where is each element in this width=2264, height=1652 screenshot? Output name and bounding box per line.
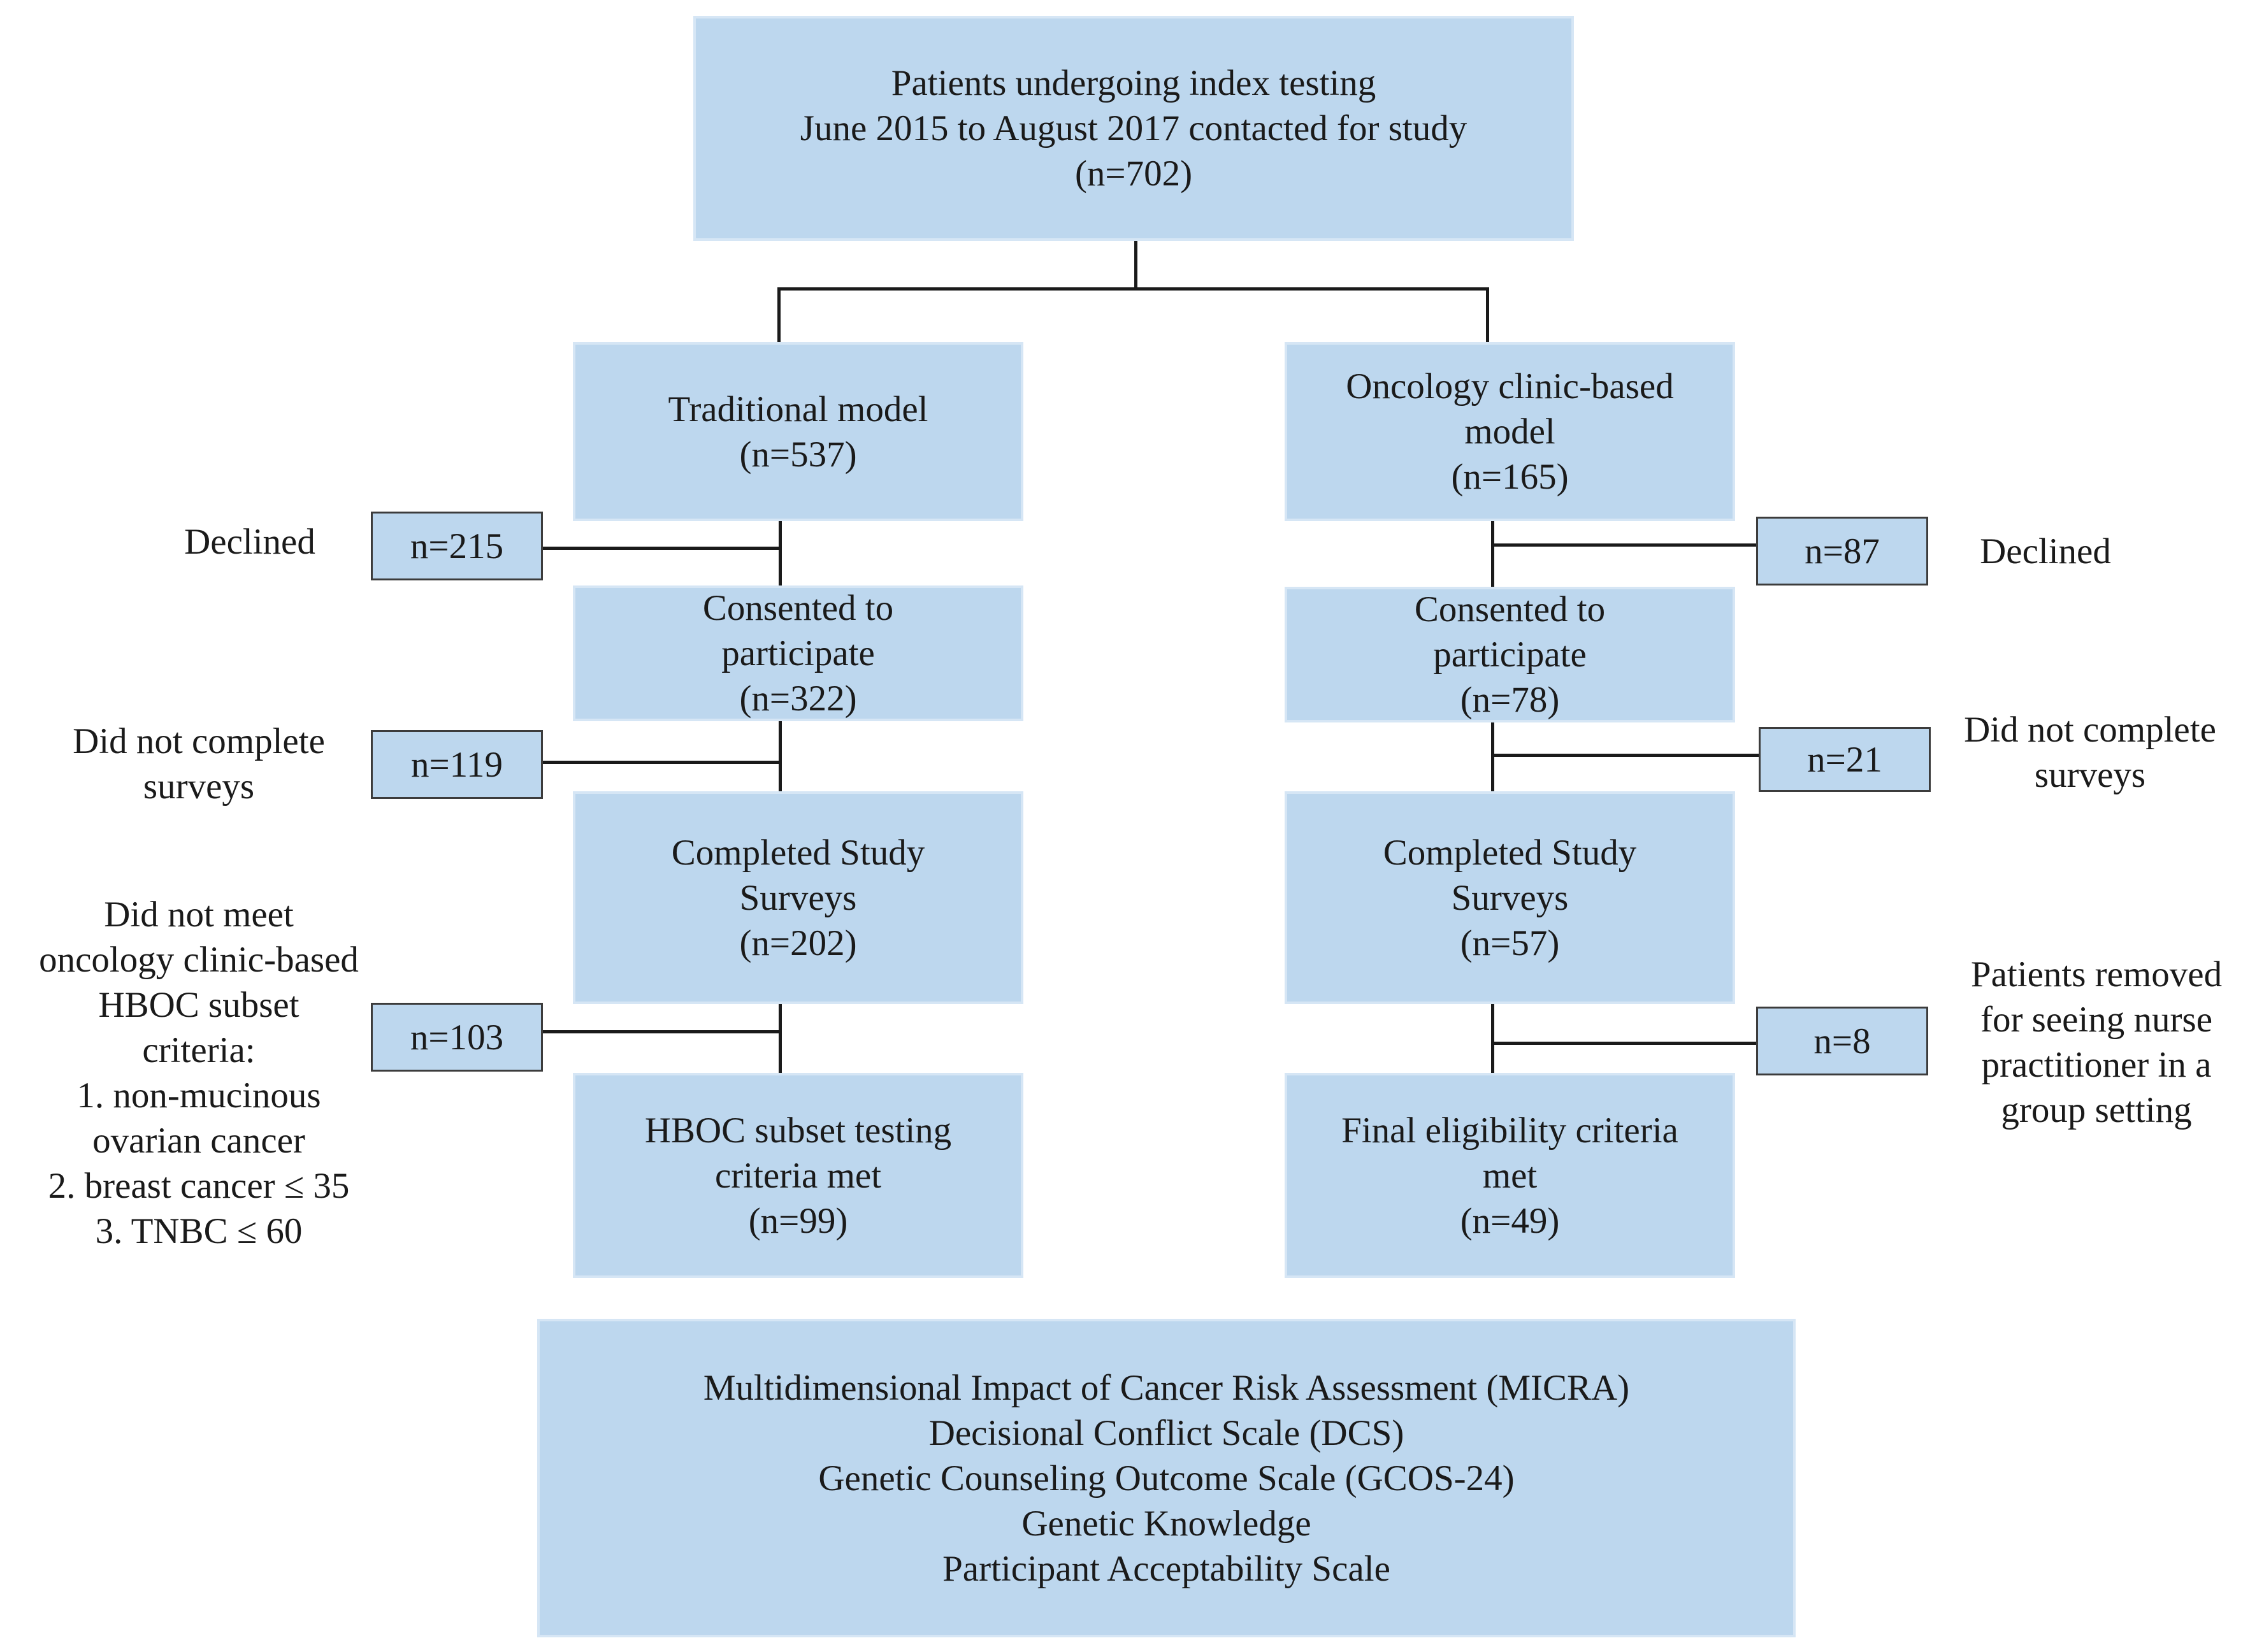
measure-item: Participant Acceptability Scale <box>942 1548 1390 1589</box>
connector <box>1491 754 1760 757</box>
oncology-model-box: Oncology clinic-based model (n=165) <box>1285 342 1735 521</box>
right-incomplete-label: Did not complete surveys <box>1931 707 2249 798</box>
box-line: Completed Study <box>1383 832 1637 873</box>
enrollment-count: (n=702) <box>1074 154 1193 194</box>
box-line: participate <box>721 633 875 673</box>
label-line: ovarian cancer <box>92 1121 305 1161</box>
box-line: Final eligibility criteria <box>1341 1110 1678 1151</box>
label-line: Declined <box>1980 531 2111 571</box>
left-incomplete-count: n=119 <box>371 730 543 799</box>
box-line: met <box>1482 1155 1538 1196</box>
measure-item: Multidimensional Impact of Cancer Risk A… <box>703 1367 1630 1408</box>
box-count: (n=99) <box>748 1200 848 1241</box>
connector <box>542 1030 782 1033</box>
connector <box>542 547 782 550</box>
measure-item: Genetic Counseling Outcome Scale (GCOS-2… <box>818 1458 1515 1498</box>
label-line: group setting <box>2001 1090 2192 1130</box>
left-excluded-count: n=103 <box>371 1003 543 1072</box>
left-declined-label: Declined <box>122 519 377 564</box>
label-line: 1. non-mucinous <box>76 1075 321 1116</box>
right-consented-box: Consented to participate (n=78) <box>1285 587 1735 722</box>
box-line: Oncology clinic-based <box>1346 366 1674 406</box>
box-line: HBOC subset testing <box>644 1110 952 1151</box>
right-excluded-count: n=8 <box>1756 1007 1928 1075</box>
connector <box>1491 543 1757 547</box>
measure-item: Genetic Knowledge <box>1021 1503 1311 1544</box>
label-line: surveys <box>143 766 255 807</box>
connector <box>1486 287 1489 343</box>
right-completed-box: Completed Study Surveys (n=57) <box>1285 791 1735 1004</box>
label-line: Did not complete <box>73 721 325 761</box>
left-final-box: HBOC subset testing criteria met (n=99) <box>573 1073 1023 1278</box>
right-final-box: Final eligibility criteria met (n=49) <box>1285 1073 1735 1278</box>
label-line: criteria: <box>142 1030 256 1070</box>
left-consented-box: Consented to participate (n=322) <box>573 585 1023 721</box>
label-line: Did not meet <box>104 894 294 935</box>
box-count: (n=202) <box>739 923 857 963</box>
label-line: surveys <box>2034 755 2146 795</box>
box-line: participate <box>1433 635 1587 675</box>
box-line: Consented to <box>1414 589 1606 629</box>
label-line: practitioner in a <box>1981 1045 2212 1085</box>
box-count: (n=537) <box>739 434 857 475</box>
connector <box>542 761 782 764</box>
outcome-measures-box: Multidimensional Impact of Cancer Risk A… <box>537 1319 1796 1637</box>
connector <box>1134 241 1137 289</box>
connector <box>777 287 1489 291</box>
right-incomplete-count: n=21 <box>1759 727 1931 792</box>
box-line: model <box>1464 412 1555 452</box>
label-line: HBOC subset <box>98 985 299 1025</box>
left-completed-box: Completed Study Surveys (n=202) <box>573 791 1023 1004</box>
box-count: (n=57) <box>1460 923 1560 963</box>
right-excluded-label: Patients removed for seeing nurse practi… <box>1937 952 2256 1133</box>
connector <box>777 287 781 343</box>
label-line: Did not complete <box>1964 710 2216 750</box>
left-incomplete-label: Did not complete surveys <box>40 719 358 809</box>
enrollment-line: June 2015 to August 2017 contacted for s… <box>800 108 1467 148</box>
measure-item: Decisional Conflict Scale (DCS) <box>928 1412 1404 1453</box>
connector <box>1491 1042 1757 1045</box>
enrollment-line: Patients undergoing index testing <box>891 63 1376 103</box>
box-line: Traditional model <box>668 389 928 429</box>
label-line: oncology clinic-based <box>39 940 359 980</box>
box-line: criteria met <box>714 1155 882 1196</box>
right-declined-label: Declined <box>1912 529 2179 574</box>
label-line: for seeing nurse <box>1980 1000 2213 1040</box>
box-line: Surveys <box>739 877 857 918</box>
traditional-model-box: Traditional model (n=537) <box>573 342 1023 521</box>
left-declined-count: n=215 <box>371 512 543 580</box>
box-line: Surveys <box>1451 877 1569 918</box>
left-excluded-label: Did not meet oncology clinic-based HBOC … <box>8 892 390 1254</box>
box-count: (n=165) <box>1451 457 1569 497</box>
box-count: (n=78) <box>1460 680 1560 720</box>
label-line: Declined <box>184 522 315 562</box>
label-line: Patients removed <box>1970 954 2223 995</box>
enrollment-box: Patients undergoing index testing June 2… <box>693 16 1574 241</box>
box-line: Completed Study <box>671 832 925 873</box>
label-line: 2. breast cancer ≤ 35 <box>48 1166 350 1206</box>
right-declined-count: n=87 <box>1756 517 1928 585</box>
box-count: (n=49) <box>1460 1200 1560 1241</box>
label-line: 3. TNBC ≤ 60 <box>95 1211 303 1251</box>
box-line: Consented to <box>702 588 894 628</box>
box-count: (n=322) <box>739 679 857 719</box>
